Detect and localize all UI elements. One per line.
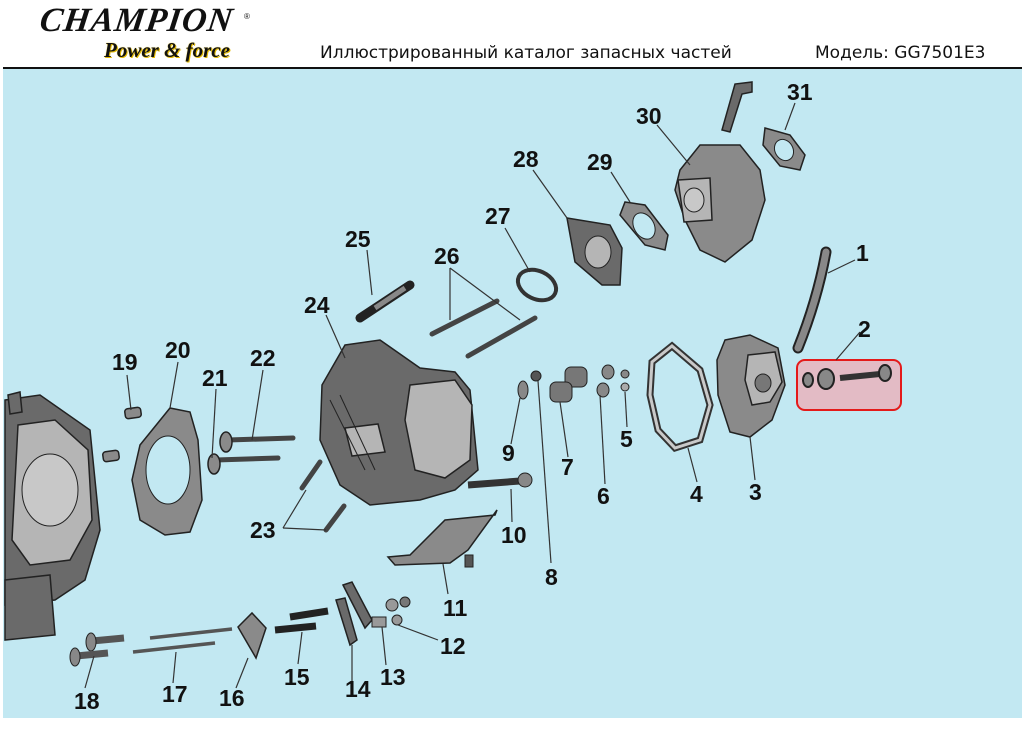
rocker-arm-icon	[335, 581, 373, 647]
valve-icon	[207, 431, 296, 475]
callout-14[interactable]: 14	[345, 676, 371, 702]
catalog-title: Иллюстрированный каталог запасных частей	[320, 43, 732, 63]
callout-6[interactable]: 6	[597, 483, 610, 509]
callout-16[interactable]: 16	[219, 685, 245, 711]
logo-tagline: Power & force	[104, 38, 230, 62]
callout-29[interactable]: 29	[587, 149, 613, 175]
insulator-icon	[566, 217, 623, 286]
callout-30[interactable]: 30	[636, 103, 662, 129]
dowel-pin-icon	[102, 406, 142, 463]
retainer-icon	[517, 380, 529, 400]
pivot-bolt-icon	[371, 616, 387, 628]
stud-icon	[429, 298, 538, 359]
insulator-gasket-icon	[515, 267, 559, 303]
callout-19[interactable]: 19	[112, 349, 138, 375]
callout-8[interactable]: 8	[545, 564, 558, 590]
valve-spring-icon	[549, 366, 588, 403]
callout-17[interactable]: 17	[162, 681, 188, 707]
bolt-icon	[467, 472, 533, 489]
callout-18[interactable]: 18	[74, 688, 100, 714]
cylinder-head-icon	[319, 339, 479, 506]
logo-registered-mark: ®	[244, 12, 250, 21]
callout-4[interactable]: 4	[690, 481, 703, 507]
header-divider	[3, 67, 1022, 69]
stud-icon	[299, 459, 347, 533]
nut-icon	[620, 369, 630, 392]
deflector-plate-icon	[386, 509, 498, 568]
nut-icon	[530, 370, 542, 382]
carburetor-icon	[674, 81, 766, 263]
model-label: Модель: GG7501E3	[815, 43, 986, 63]
callout-10[interactable]: 10	[501, 522, 527, 548]
callout-22[interactable]: 22	[250, 345, 276, 371]
callout-12[interactable]: 12	[440, 633, 466, 659]
tappet-icon	[69, 632, 125, 667]
air-filter-gasket-icon	[762, 127, 806, 171]
callout-31[interactable]: 31	[787, 79, 813, 105]
callout-13[interactable]: 13	[380, 664, 406, 690]
head-gasket-icon	[131, 407, 203, 536]
air-filter-element-icon	[646, 341, 714, 453]
engine-block-icon	[4, 391, 101, 641]
guide-plate-icon	[237, 611, 267, 660]
callout-9[interactable]: 9	[502, 440, 515, 466]
callout-15[interactable]: 15	[284, 664, 310, 690]
champion-logo: CHAMPION ® Power & force	[37, 2, 268, 62]
push-rod-icon	[132, 627, 233, 654]
callout-23[interactable]: 23	[250, 517, 276, 543]
adjust-nut-icon	[385, 596, 411, 626]
callout-27[interactable]: 27	[485, 203, 511, 229]
callout-11[interactable]: 11	[443, 595, 468, 621]
callout-26[interactable]: 26	[434, 243, 460, 269]
leader-lines	[84, 102, 861, 689]
bolt-washer-set-icon	[802, 364, 892, 390]
callout-20[interactable]: 20	[165, 337, 191, 363]
air-filter-cover-icon	[716, 334, 786, 438]
callout-25[interactable]: 25	[345, 226, 371, 252]
callout-28[interactable]: 28	[513, 146, 539, 172]
spark-plug-icon	[355, 280, 415, 323]
washer-icon	[596, 364, 615, 398]
fuel-hose-icon	[792, 246, 832, 354]
callout-21[interactable]: 21	[202, 365, 228, 391]
callout-3[interactable]: 3	[749, 479, 762, 505]
callout-1[interactable]: 1	[856, 240, 869, 266]
carburetor-gasket-icon	[619, 201, 669, 251]
callout-7[interactable]: 7	[561, 454, 574, 480]
stud-bolt-icon	[274, 607, 329, 634]
callout-24[interactable]: 24	[304, 292, 330, 318]
callout-5[interactable]: 5	[620, 426, 633, 452]
callout-2[interactable]: 2	[858, 316, 871, 342]
